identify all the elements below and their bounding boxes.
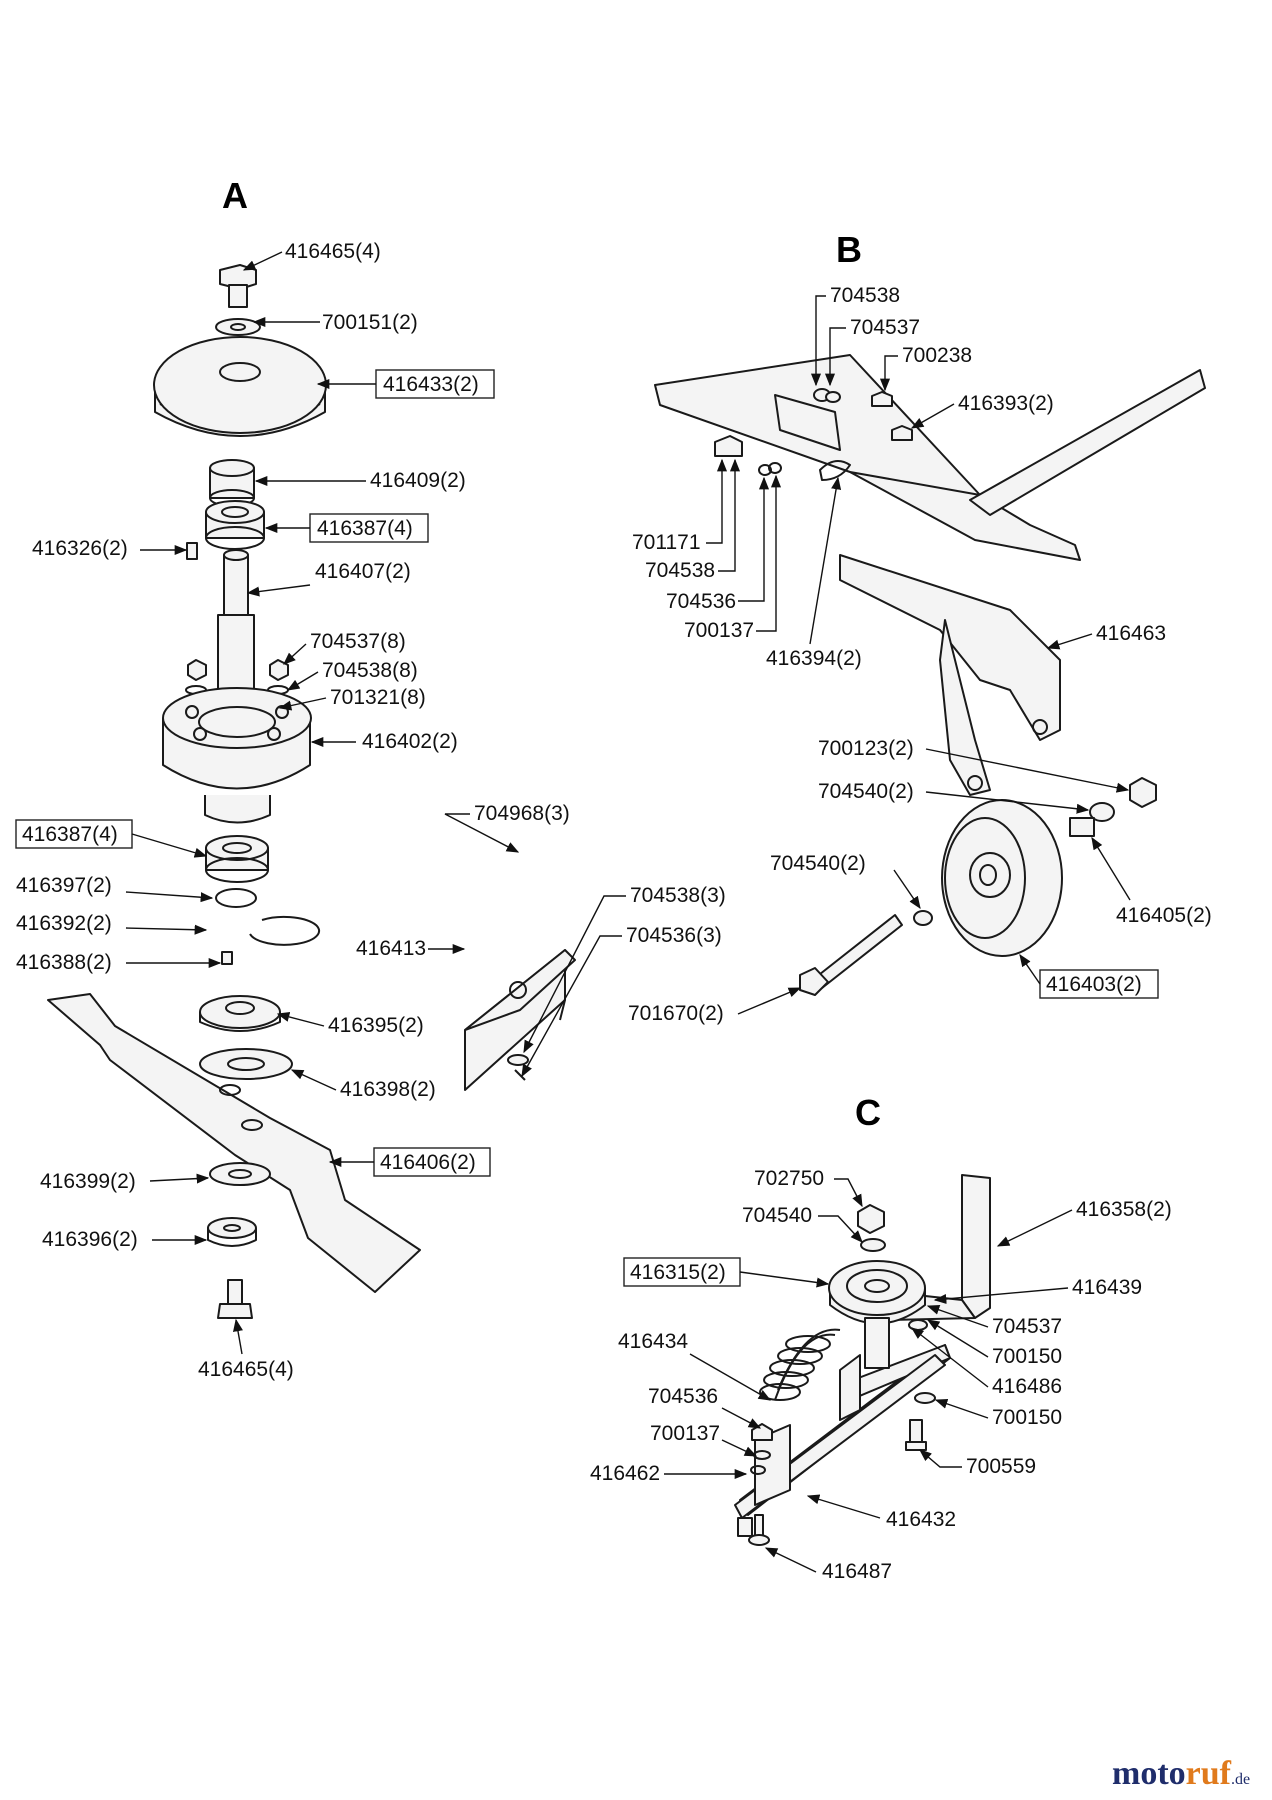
part-label: 700123(2) (818, 737, 914, 760)
section-label-b: B (836, 229, 862, 270)
part-label: 416487 (822, 1560, 892, 1583)
part-label: 416413 (356, 937, 426, 960)
lower-bush (207, 1217, 257, 1247)
part-label: 702750 (754, 1167, 824, 1190)
part-label: 704540(2) (818, 780, 914, 803)
wheel (941, 799, 1063, 957)
part-label: 700137 (684, 619, 754, 642)
part-label: 416405(2) (1116, 904, 1212, 927)
part-label: 704540(2) (770, 852, 866, 875)
labels-c: 702750 416358(2) 704540 416315(2) 416439… (590, 1167, 1172, 1583)
part-label: 704536(3) (626, 924, 722, 947)
part-label: 416432 (886, 1508, 956, 1531)
part-label: 704536 (648, 1385, 718, 1408)
part-label: 416434 (618, 1330, 688, 1353)
watermark-part1: moto (1112, 1755, 1186, 1792)
part-label: 704540 (742, 1204, 812, 1227)
part-label: 416462 (590, 1462, 660, 1485)
part-label: 704538(8) (322, 659, 418, 682)
ring (215, 888, 257, 908)
key-lower (221, 951, 233, 965)
part-label: 700150 (992, 1406, 1062, 1429)
spacer (209, 459, 255, 507)
pulley-c (828, 1260, 926, 1369)
section-a-drawing (47, 264, 421, 1319)
section-label-c: C (855, 1092, 881, 1133)
part-label: 704537 (850, 316, 920, 339)
part-label: 704538 (645, 559, 715, 582)
labels-a: 416465(4) 700151(2) 416433(2) 416409(2) … (15, 240, 726, 1381)
section-label-a: A (222, 175, 248, 216)
bearing-housing (162, 687, 312, 824)
part-label: 416326(2) (32, 537, 128, 560)
part-label: 416393(2) (958, 392, 1054, 415)
part-label: 701670(2) (628, 1002, 724, 1025)
part-label: 416402(2) (362, 730, 458, 753)
part-label: 416465(4) (285, 240, 381, 263)
part-label: 704537 (992, 1315, 1062, 1338)
part-label-boxed: 416387(4) (317, 517, 413, 540)
part-label: 416392(2) (16, 912, 112, 935)
part-label: 704968(3) (474, 802, 570, 825)
part-label: 416465(4) (198, 1358, 294, 1381)
section-b-drawing (654, 354, 1206, 996)
key-small (186, 542, 198, 560)
part-label: 416399(2) (40, 1170, 136, 1193)
part-label: 416358(2) (1076, 1198, 1172, 1221)
part-label: 416463 (1096, 622, 1166, 645)
blade-adapter (199, 995, 281, 1032)
blade-washer (199, 1048, 293, 1080)
lower-washer (209, 1162, 271, 1186)
part-label: 700151(2) (322, 311, 418, 334)
washer-top (215, 318, 261, 336)
part-label: 700150 (992, 1345, 1062, 1368)
pulley-a (153, 336, 327, 437)
part-label: 701171 (632, 531, 701, 554)
part-label: 701321(8) (330, 686, 426, 709)
part-label: 416407(2) (315, 560, 411, 583)
part-label-boxed: 416315(2) (630, 1261, 726, 1284)
part-label: 700137 (650, 1422, 720, 1445)
part-label: 416395(2) (328, 1014, 424, 1037)
deflector-drawing (464, 949, 576, 1091)
part-label-boxed: 416406(2) (380, 1151, 476, 1174)
part-label: 700238 (902, 344, 972, 367)
watermark-part2: ruf (1186, 1755, 1232, 1792)
part-label: 704538(3) (630, 884, 726, 907)
part-label: 700559 (966, 1455, 1036, 1478)
part-label: 416388(2) (16, 951, 112, 974)
part-label: 416397(2) (16, 874, 112, 897)
part-label: 704538 (830, 284, 900, 307)
bearing-lower (205, 835, 269, 883)
section-c-drawing (734, 1174, 991, 1546)
circlip (249, 915, 321, 946)
watermark-logo: motoruf.de (1112, 1755, 1250, 1792)
part-label: 704537(8) (310, 630, 406, 653)
watermark-suffix: .de (1231, 1771, 1250, 1788)
bolt-top (219, 264, 257, 308)
part-label: 416398(2) (340, 1078, 436, 1101)
spring (759, 1328, 841, 1401)
housing-fasteners (185, 659, 289, 695)
blade (47, 993, 421, 1293)
labels-b: 704538 704537 700238 416393(2) 701171 70… (628, 284, 1212, 1025)
bearing-top (205, 500, 265, 550)
part-label: 416409(2) (370, 469, 466, 492)
part-label: 416396(2) (42, 1228, 138, 1251)
bolt-bottom (217, 1279, 253, 1319)
part-label: 416486 (992, 1375, 1062, 1398)
part-label: 704536 (666, 590, 736, 613)
part-label: 416439 (1072, 1276, 1142, 1299)
part-label-boxed: 416433(2) (383, 373, 479, 396)
shaft (217, 549, 255, 691)
svg-text:motoruf.de: motoruf.de (1112, 1755, 1250, 1792)
part-label: 416394(2) (766, 647, 862, 670)
part-label-boxed: 416403(2) (1046, 973, 1142, 996)
part-label-boxed: 416387(4) (22, 823, 118, 846)
